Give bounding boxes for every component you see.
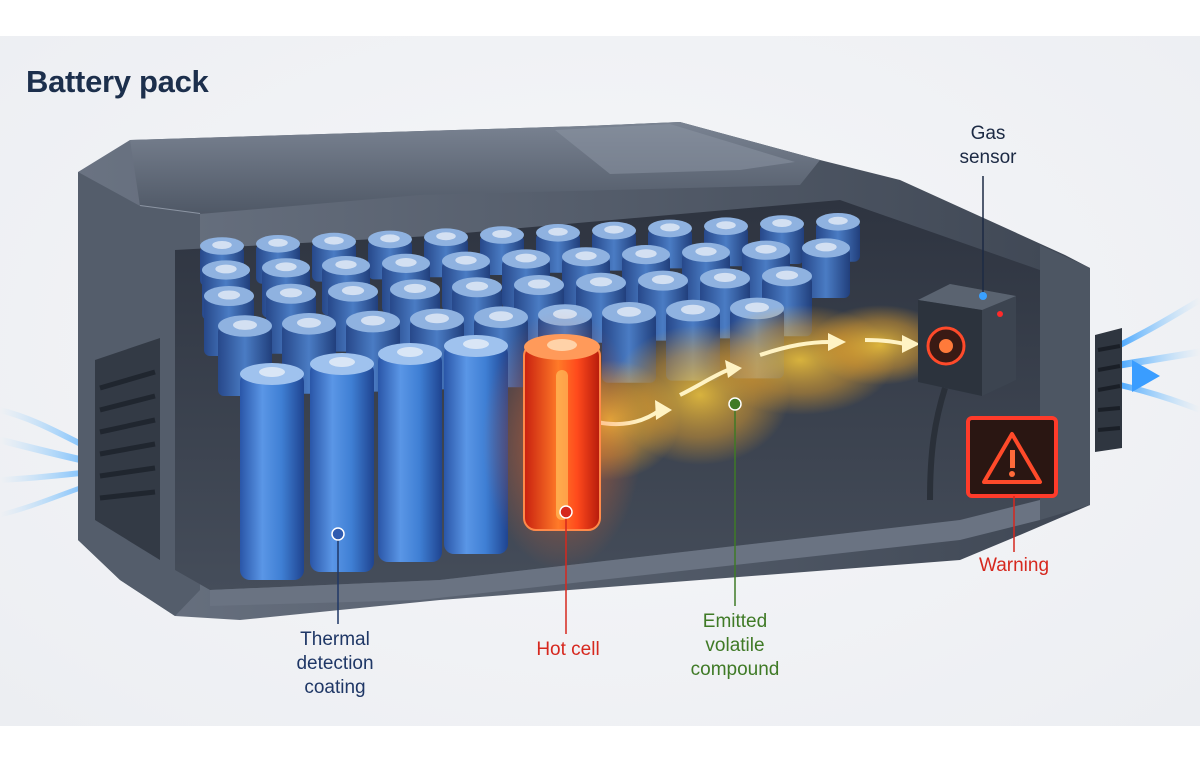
hot-cell-label: Hot cell: [520, 638, 616, 662]
thermal-coating-label: Thermal detection coating: [270, 628, 400, 700]
airflow-out-icon: [1120, 300, 1200, 410]
battery-cell: [378, 343, 442, 562]
warning-label: Warning: [962, 554, 1066, 578]
gas-sensor-label: Gas sensor: [940, 122, 1036, 170]
page-title: Battery pack: [26, 64, 209, 100]
emitted-compound-label: Emitted volatile compound: [670, 610, 800, 682]
warning-triangle-icon: [968, 418, 1056, 496]
battery-cell: [240, 363, 304, 580]
hot-cell: [482, 310, 642, 570]
